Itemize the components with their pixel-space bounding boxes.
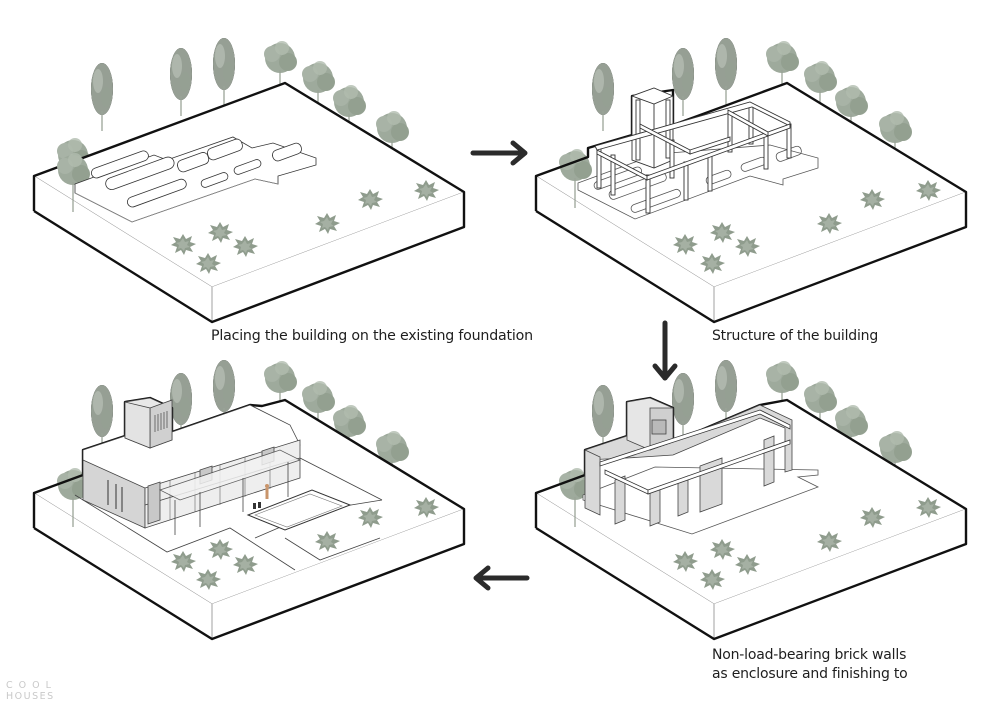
panel-step-2 (534, 37, 968, 324)
arrow-left-icon (473, 565, 530, 591)
caption-step-2: Structure of the building (712, 328, 879, 344)
building-frame (599, 409, 791, 495)
arrow-right-icon (470, 140, 528, 166)
caption-step-3-line-2: as enclosure and finishing to (712, 666, 908, 682)
site-block-outline (32, 81, 466, 324)
caption-step-3-line-1: Non-load-bearing brick walls (712, 647, 907, 663)
site-block-top (34, 83, 464, 287)
panel-step-1 (32, 37, 466, 324)
panel-step-3 (534, 359, 968, 641)
chairs (253, 502, 261, 509)
panel-step-4 (32, 359, 466, 641)
foundation-outline (74, 136, 317, 223)
finished-building (82, 397, 302, 535)
caption-step-1: Placing the building on the existing fou… (211, 328, 533, 344)
pool (246, 489, 352, 531)
watermark-line-1: COOL (6, 680, 57, 691)
arrow-down-icon (652, 320, 678, 381)
watermark-logo: COOL HOUSES (6, 680, 57, 702)
human-figure (265, 484, 269, 499)
watermark-line-2: HOUSES (6, 691, 55, 702)
building-frame (594, 87, 792, 214)
site-block-outline (534, 81, 968, 324)
caption-step-3: Non-load-bearing brick walls as enclosur… (712, 646, 908, 684)
